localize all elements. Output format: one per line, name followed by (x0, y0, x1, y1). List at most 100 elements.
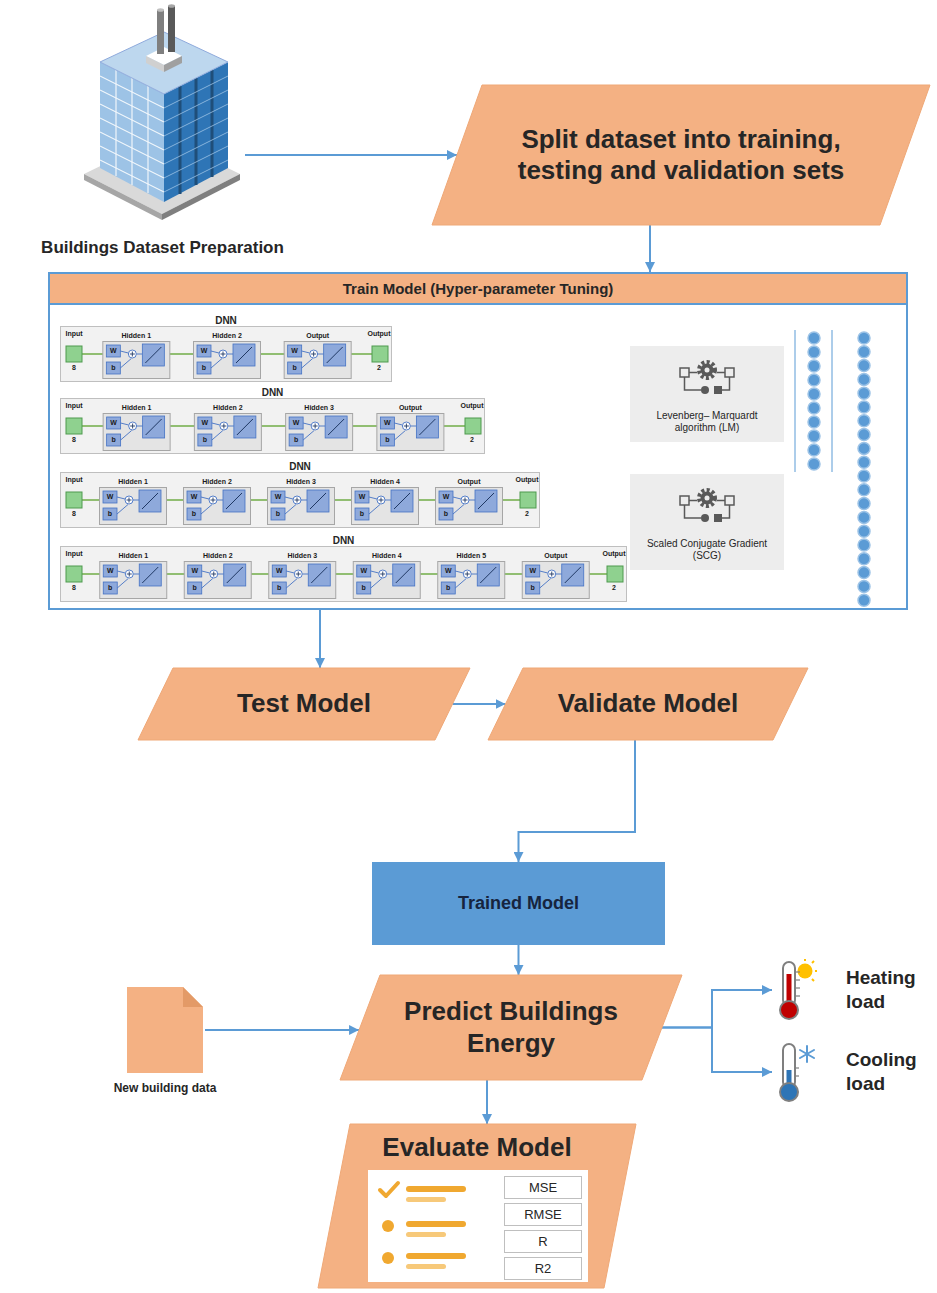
heating-thermometer-icon (796, 987, 800, 988)
network-diagram (66, 566, 82, 582)
layer-label: b (272, 582, 286, 594)
node-text: Predict Buildings Energy (385, 996, 637, 1058)
building-illustration (115, 70, 116, 176)
algorithm-icon (725, 368, 734, 377)
layer-label: Hidden 1 (102, 331, 170, 340)
metric-box: RMSE (504, 1203, 582, 1226)
network-diagram (377, 414, 444, 451)
layer-label: W (103, 491, 117, 503)
neuron-columns (795, 330, 832, 472)
layer-label: W (380, 417, 394, 429)
neuron-columns (858, 580, 870, 592)
network-panel: DNNInput8Hidden 1WbHidden 2WbHidden 3WbO… (60, 398, 485, 454)
layer-label: W (357, 565, 371, 577)
heating-thermometer-icon (815, 970, 817, 972)
layer-label: b (355, 508, 369, 520)
checklist-panel (368, 1170, 588, 1282)
layer-label: b (439, 508, 453, 520)
checklist-panel (406, 1221, 466, 1227)
cooling-thermometer-icon (780, 1083, 798, 1101)
neuron-columns (808, 332, 820, 344)
building-illustration (164, 118, 228, 150)
heating-thermometer-icon (804, 959, 806, 961)
layer-label: Hidden 2 (184, 551, 252, 560)
layer-label: W (107, 417, 121, 429)
neuron-columns (808, 388, 820, 400)
layer-label: W (289, 417, 303, 429)
building-illustration (147, 86, 148, 193)
node-text: Train Model (Hyper-parameter Tuning) (50, 274, 906, 305)
algorithm-icon (705, 368, 710, 373)
document-icon (127, 987, 203, 1073)
neuron-columns (858, 387, 870, 399)
neuron-columns (808, 430, 820, 442)
thermometer-icon: Heating load (772, 958, 818, 1022)
algorithm-card: Levenberg– Marquardt algorithm (LM) (630, 346, 784, 442)
heating-thermometer-icon (812, 979, 814, 981)
process-parallelogram: Split dataset into training, testing and… (432, 85, 930, 225)
layer-label: b (441, 582, 455, 594)
cooling-thermometer-icon (796, 1068, 799, 1076)
heating-thermometer-icon (772, 958, 818, 1022)
layer-label: 8 (61, 510, 87, 518)
layer-label: W (271, 491, 285, 503)
network-diagram (268, 488, 335, 525)
building-illustration (211, 70, 214, 177)
layer-label: Input (61, 550, 87, 558)
building-illustration (100, 146, 164, 178)
algorithm-card: Scaled Conjugate Gradient (SCG) (630, 474, 784, 570)
metric-box: R2 (504, 1257, 582, 1280)
node-text: DNN (61, 461, 539, 472)
process-parallelogram: Validate Model (488, 668, 808, 740)
parallelogram-outline (138, 668, 470, 740)
metric-box: MSE (504, 1176, 582, 1199)
metric-box: R (504, 1230, 582, 1253)
layer-label: 2 (600, 584, 628, 592)
parallelogram-outline (432, 85, 930, 225)
layer-label: b (288, 362, 302, 374)
network-diagram (607, 566, 623, 582)
layer-label: W (288, 345, 302, 357)
neuron-columns (858, 567, 870, 579)
algorithm-icon (705, 496, 710, 501)
layer-label: Output (600, 550, 628, 558)
layer-label: W (103, 565, 117, 577)
process-parallelogram: Evaluate ModelMSE RMSE R R2 (318, 1124, 636, 1288)
building-illustration (164, 76, 228, 192)
network-diagram (372, 346, 388, 362)
network-diagram (66, 492, 82, 508)
document-icon (125, 985, 205, 1075)
building-illustration (100, 90, 164, 122)
process-parallelogram: Predict Buildings Energy (340, 975, 682, 1080)
layer-label: W (355, 491, 369, 503)
neuron-columns (808, 346, 820, 358)
layer-label: b (188, 582, 202, 594)
neuron-columns (858, 373, 870, 385)
neuron-columns (858, 525, 870, 537)
algorithm-icon (725, 496, 734, 505)
node-text: Evaluate Model (338, 1132, 616, 1162)
layer-label: 2 (365, 364, 393, 372)
algorithm-icon (701, 492, 714, 505)
neuron-columns (808, 332, 870, 606)
training-panel: Train Model (Hyper-parameter Tuning) DNN… (48, 272, 908, 610)
checklist-panel (406, 1232, 446, 1237)
flow-arrow (662, 990, 772, 1028)
network-diagram (103, 414, 170, 451)
flow-arrow (662, 1028, 772, 1073)
node-text: New building data (114, 1081, 217, 1095)
layer-label: W (188, 565, 202, 577)
building-illustration (80, 2, 245, 224)
layer-label: b (106, 362, 120, 374)
building-illustration (146, 56, 164, 72)
algorithm-icon (714, 514, 722, 522)
building-illustration (100, 132, 164, 164)
layer-label: Hidden 1 (99, 477, 167, 486)
network-panel: DNNInput8Hidden 1WbHidden 2WbOutputWbOut… (60, 326, 392, 382)
building-illustration (195, 78, 198, 185)
neuron-columns (858, 539, 870, 551)
layer-label: Hidden 4 (353, 551, 421, 560)
layer-label: Output (435, 477, 503, 486)
checklist-panel (382, 1220, 394, 1232)
layer-label: Hidden 4 (351, 477, 419, 486)
